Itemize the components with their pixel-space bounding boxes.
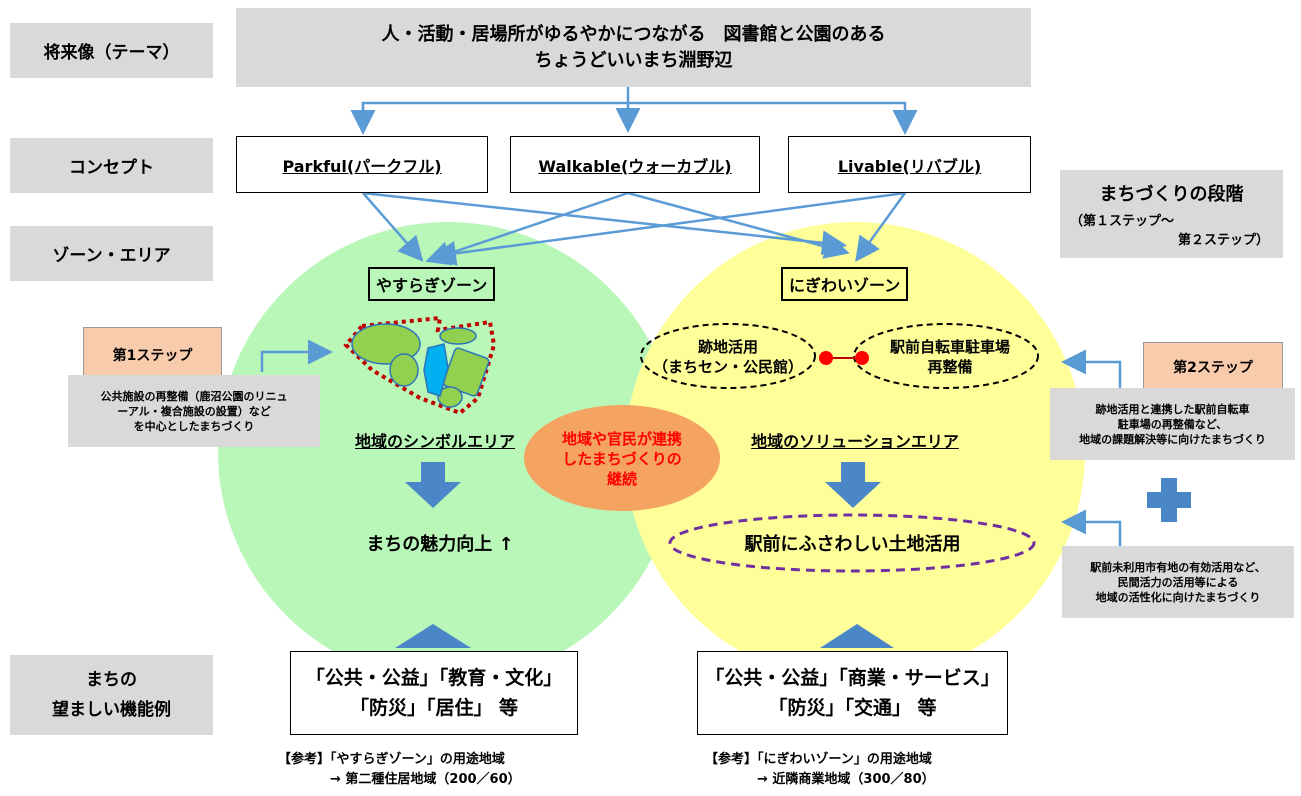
- label-vision-text: 将来像（テーマ）: [43, 43, 180, 63]
- land-use-ellipse: [668, 513, 1036, 573]
- stage-box: まちづくりの段階 （第１ステップ～ 第２ステップ）: [1060, 170, 1283, 258]
- step1-note-line1: 公共施設の再整備（鹿沼公園のリニュ: [100, 389, 288, 403]
- site-reuse-label: 跡地活用 （まちセン・公民館）: [645, 336, 811, 378]
- label-concept: コンセプト: [10, 138, 213, 193]
- step2-box: 第2ステップ: [1143, 342, 1283, 392]
- plus-icon: [1147, 478, 1191, 522]
- theme-line1: 人・活動・居場所がゆるやかにつながる 図書館と公園のある: [381, 23, 886, 45]
- step1-connector-arrow: [260, 339, 333, 372]
- theme-line2: ちょうどいいまち淵野辺: [534, 49, 733, 71]
- theme-box: 人・活動・居場所がゆるやかにつながる 図書館と公園のある ちょうどいいまち淵野辺: [236, 8, 1031, 87]
- step2-note: 跡地活用と連携した駅前自転車 駐車場の再整備など、 地域の課題解決等に向けたまち…: [1050, 388, 1295, 460]
- link-dot-right: [855, 351, 869, 365]
- overlap-line3: 継続: [606, 470, 637, 488]
- symbol-area-label: 地域のシンボルエリア: [354, 432, 515, 451]
- overlap-line2: したまちづくりの: [562, 450, 682, 468]
- site-reuse-ellipse: [640, 323, 816, 389]
- concept-zone-arrows: [362, 191, 907, 266]
- overlap-line1: 地域や官民が連携: [561, 430, 682, 448]
- park-map-icon: [343, 315, 497, 416]
- site-reuse-line1: 跡地活用: [697, 338, 758, 356]
- step1-note-line3: を中心としたまちづくり: [133, 419, 255, 433]
- function-box-left: 「公共・公益」「教育・文化」 「防災」「居住」 等: [290, 651, 578, 735]
- reference-right: 【参考】「にぎわいゾーン」の用途地域 → 近隣商業地域（300／80）: [705, 752, 935, 787]
- parking-ellipse: [853, 323, 1039, 389]
- step2-note2-line2: 民間活力の活用等による: [1117, 575, 1239, 589]
- label-zone: ゾーン・エリア: [10, 226, 213, 281]
- parking-line2: 再整備: [927, 358, 973, 376]
- overlap-ellipse: [524, 405, 720, 511]
- step2-note-line1: 跡地活用と連携した駅前自転車: [1095, 402, 1250, 416]
- stage-title: まちづくりの段階: [1099, 184, 1244, 205]
- left-zone-circle: [218, 222, 678, 682]
- land-use-label: 駅前にふさわしい土地活用: [744, 534, 961, 555]
- step1-note: 公共施設の再整備（鹿沼公園のリニュ ーアル・複合施設の設置）など を中心としたま…: [68, 375, 320, 447]
- function-box-right: 「公共・公益」「商業・サービス」 「防災」「交通」 等: [697, 651, 1008, 735]
- solution-area-label: 地域のソリューションエリア: [751, 432, 959, 451]
- site-reuse-line2: （まちセン・公民館）: [652, 358, 803, 376]
- step2b-connector-arrow: [1061, 509, 1122, 546]
- step2-note2-line1: 駅前未利用市有地の有効活用など、: [1090, 560, 1266, 574]
- step1-box: 第1ステップ: [83, 327, 222, 382]
- label-function-line1: まちの: [86, 670, 137, 690]
- zone-label-nigiwai-text: にぎわいゾーン: [789, 276, 901, 295]
- overlap-label: 地域や官民が連携 したまちづくりの 継続: [530, 428, 714, 490]
- step2-note-line2: 駐車場の再整備など、: [1117, 417, 1228, 431]
- link-dot-left: [819, 351, 833, 365]
- parking-label: 駅前自転車駐車場 再整備: [870, 336, 1030, 378]
- right-zone-circle: [625, 222, 1085, 682]
- concept-parkful-text: Parkful(パークフル): [282, 156, 442, 176]
- stage-sub2: 第２ステップ）: [1177, 233, 1269, 248]
- reference-left: 【参考】「やすらぎゾーン」の用途地域 → 第二種住居地域（200／60）: [278, 752, 521, 787]
- step2-note2-line3: 地域の活性化に向けたまちづくり: [1095, 590, 1261, 604]
- left-down-arrow: [405, 462, 461, 508]
- stage-sub1: （第１ステップ～: [1070, 214, 1175, 229]
- step2-note-line3: 地域の課題解決等に向けたまちづくり: [1079, 432, 1266, 446]
- zone-label-yasuragi: やすらぎゾーン: [368, 267, 496, 301]
- right-up-triangle: [820, 624, 894, 648]
- function-left-line1: 「公共・公益」「教育・文化」: [305, 667, 563, 689]
- label-concept-text: コンセプト: [69, 158, 154, 178]
- label-vision: 将来像（テーマ）: [10, 23, 213, 78]
- zone-label-yasuragi-text: やすらぎゾーン: [376, 276, 488, 295]
- concept-livable: Livable(リバブル): [788, 136, 1031, 193]
- left-up-triangle: [395, 624, 471, 648]
- label-function-line2: 望ましい機能例: [52, 700, 171, 720]
- zone-label-nigiwai: にぎわいゾーン: [781, 267, 909, 301]
- concept-walkable-text: Walkable(ウォーカブル): [538, 156, 732, 176]
- function-right-line1: 「公共・公益」「商業・サービス」: [705, 667, 1000, 689]
- parking-line1: 駅前自転車駐車場: [889, 338, 1010, 356]
- step2-connector-arrow: [1061, 349, 1122, 388]
- function-right-line2: 「防災」「交通」 等: [768, 697, 937, 719]
- theme-branch-arrows: [350, 87, 918, 135]
- right-down-arrow: [825, 462, 881, 508]
- concept-walkable: Walkable(ウォーカブル): [510, 136, 760, 193]
- step1-note-line2: ーアル・複合施設の設置）など: [117, 404, 271, 418]
- step2-note-2: 駅前未利用市有地の有効活用など、 民間活力の活用等による 地域の活性化に向けたま…: [1062, 546, 1294, 618]
- concept-livable-text: Livable(リバブル): [837, 156, 982, 176]
- step2-title: 第2ステップ: [1173, 360, 1253, 376]
- label-zone-text: ゾーン・エリア: [52, 246, 171, 266]
- function-left-line2: 「防災」「居住」 等: [349, 697, 519, 719]
- step1-title: 第1ステップ: [112, 347, 193, 364]
- concept-parkful: Parkful(パークフル): [236, 136, 488, 193]
- town-appeal-label: まちの魅力向上 ↑: [366, 534, 514, 555]
- label-function: まちの 望ましい機能例: [10, 655, 213, 735]
